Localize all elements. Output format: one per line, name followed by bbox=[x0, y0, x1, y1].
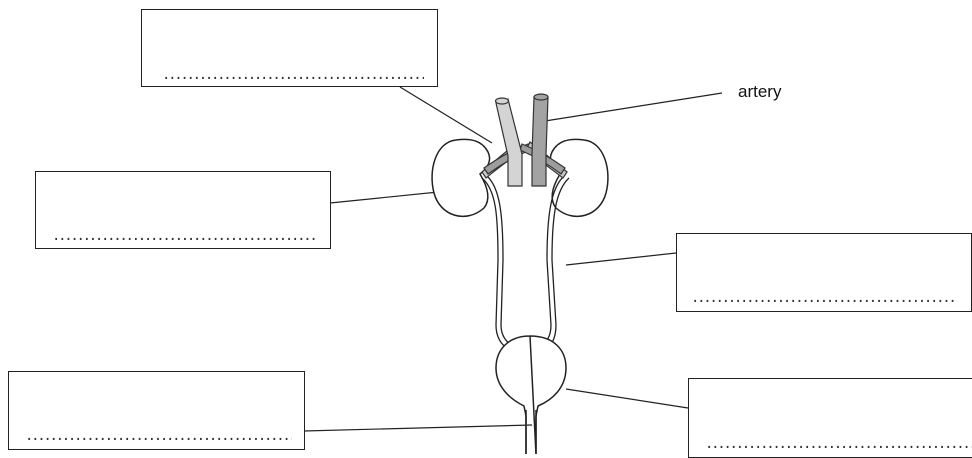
answer-box-top[interactable]: ........................................… bbox=[141, 9, 438, 87]
answer-dotted-line: ........................................… bbox=[705, 437, 972, 451]
answer-box-left-lower[interactable]: ........................................… bbox=[8, 371, 305, 450]
leader-line-bladder bbox=[565, 388, 689, 409]
leader-line-vein bbox=[399, 86, 493, 144]
answer-box-right-lower[interactable]: ........................................… bbox=[688, 378, 972, 458]
answer-dotted-line: ........................................… bbox=[162, 68, 424, 82]
label-artery: artery bbox=[738, 82, 782, 101]
answer-box-right-upper[interactable]: ........................................… bbox=[676, 233, 972, 312]
left-kidney bbox=[431, 138, 491, 218]
leader-line-ureter bbox=[565, 252, 677, 266]
answer-dotted-line: ........................................… bbox=[52, 229, 318, 243]
bladder bbox=[495, 335, 567, 454]
vena-cava-top bbox=[494, 97, 510, 105]
aorta bbox=[531, 96, 549, 187]
aorta-top bbox=[533, 93, 549, 101]
right-kidney bbox=[549, 138, 609, 218]
answer-dotted-line: ........................................… bbox=[25, 429, 292, 443]
answer-box-left-upper[interactable]: ........................................… bbox=[35, 171, 331, 249]
leader-line-urethra bbox=[303, 424, 533, 432]
leader-line-kidney bbox=[329, 190, 449, 204]
leader-line-artery bbox=[544, 92, 723, 122]
vena-cava bbox=[495, 98, 523, 187]
answer-dotted-line: ........................................… bbox=[691, 291, 956, 305]
left-ureter-inner bbox=[486, 175, 517, 349]
